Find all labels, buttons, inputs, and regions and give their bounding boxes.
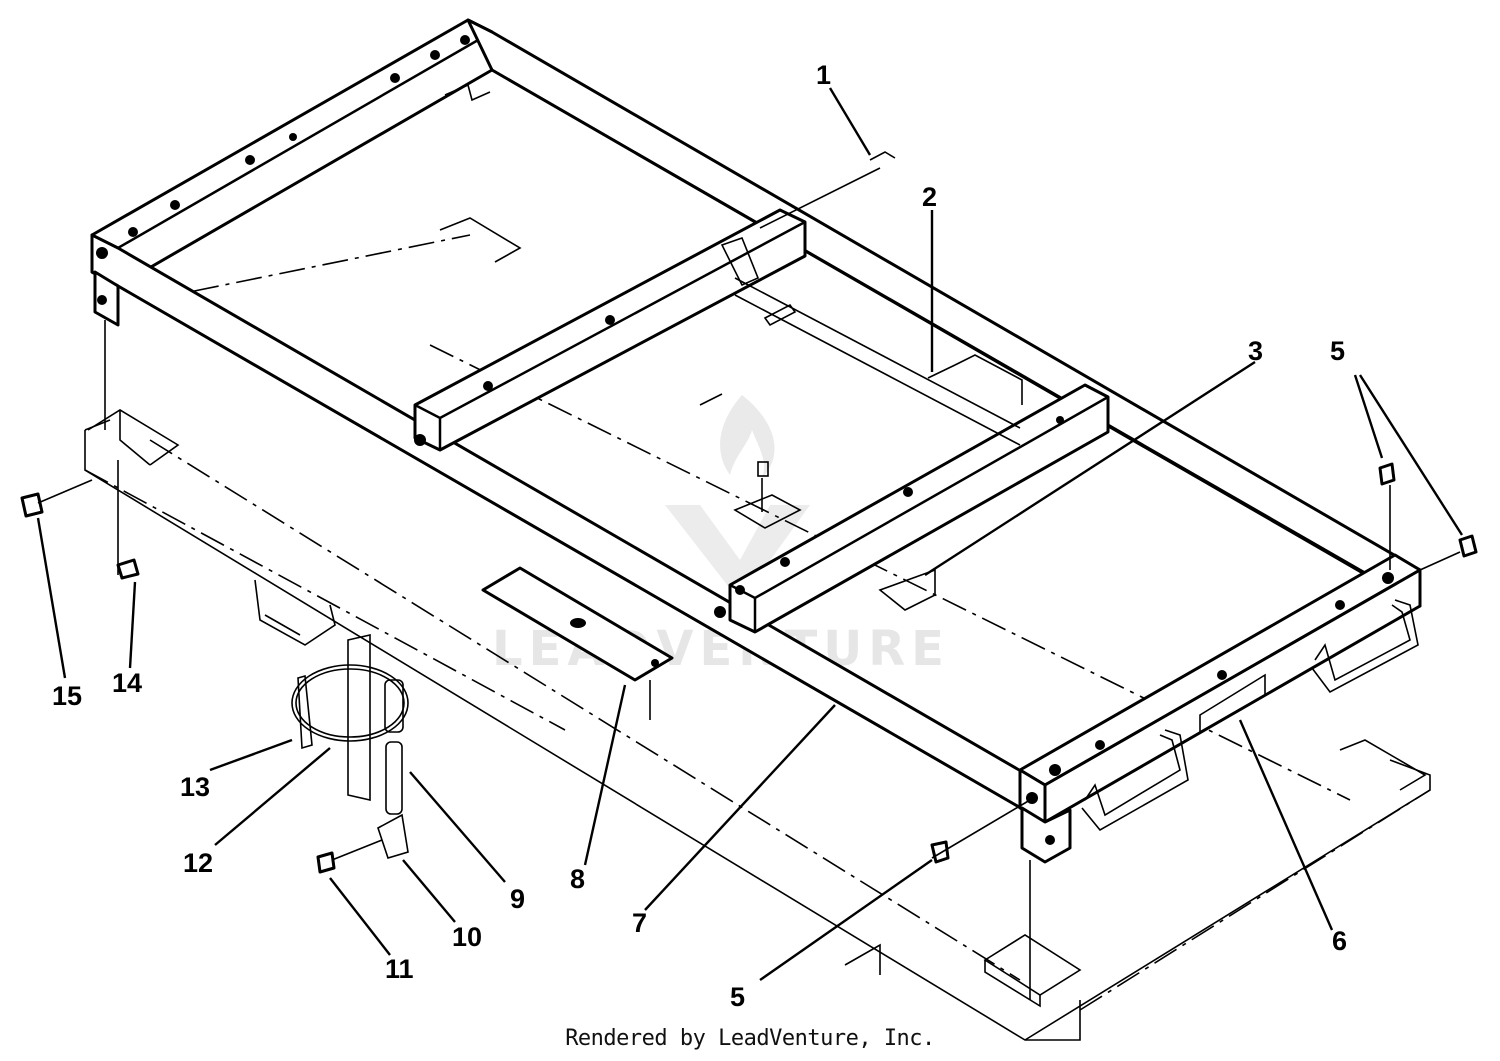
frame-assembly (90, 18, 1422, 864)
callout-label: 1 (816, 60, 831, 90)
serial-plate (1199, 673, 1266, 734)
callout-label: 12 (183, 848, 213, 878)
callout-label: 10 (452, 922, 482, 952)
callout-label: 3 (1248, 336, 1263, 366)
callout-label: 13 (180, 772, 210, 802)
mounting-holes (96, 35, 1394, 845)
callout-label: 7 (632, 908, 647, 938)
callout-label: 6 (1332, 926, 1347, 956)
callout-label: 2 (922, 182, 937, 212)
callouts: 1 2 3 5 6 7 8 9 10 11 12 13 14 15 5 (52, 60, 1347, 1012)
leader-lines (36, 87, 1464, 981)
callout-label: 9 (510, 884, 525, 914)
callout-label: 8 (570, 864, 585, 894)
callout-label: 15 (52, 681, 82, 711)
handles (1081, 599, 1419, 832)
callout-label: 5 (730, 982, 745, 1012)
callout-label: 14 (112, 668, 142, 698)
callout-label: 11 (385, 954, 414, 984)
credit-line: Rendered by LeadVenture, Inc. (565, 1026, 935, 1051)
extension-lines (104, 320, 1461, 1000)
plate-part-8 (481, 566, 674, 682)
callout-label: 5 (1330, 336, 1345, 366)
